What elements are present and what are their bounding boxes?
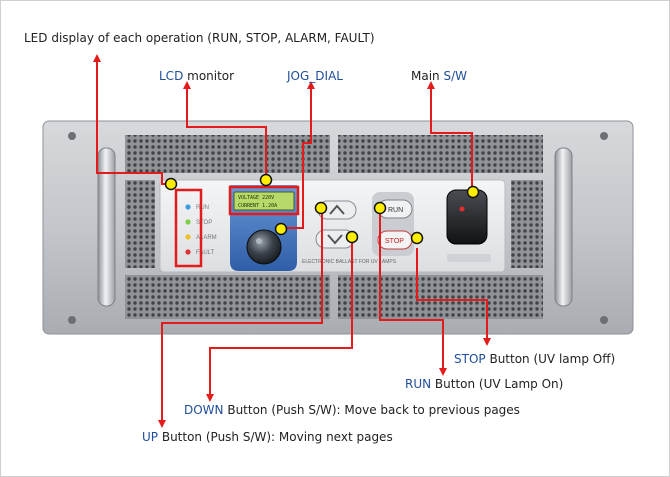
callout-run: RUN Button (UV Lamp On) bbox=[405, 377, 563, 391]
vent-grille bbox=[338, 275, 543, 319]
label-plate bbox=[447, 254, 491, 262]
callout-jog: JOG_DIAL bbox=[287, 69, 343, 83]
callout-main: Main S/W bbox=[411, 69, 467, 83]
callout-stop: STOP Button (UV lamp Off) bbox=[454, 352, 615, 366]
callout-main-pre: Main bbox=[411, 69, 444, 83]
power-indicator bbox=[459, 206, 465, 212]
leader-run bbox=[379, 213, 447, 376]
vent-grille bbox=[511, 180, 543, 268]
callout-up-key: UP bbox=[142, 430, 159, 444]
jog-dial-knob[interactable] bbox=[246, 229, 282, 265]
led-fault bbox=[185, 249, 191, 255]
callout-main-key: S/W bbox=[443, 69, 467, 83]
leader-main bbox=[427, 81, 473, 190]
led-label: STOP bbox=[196, 220, 212, 226]
leader-down bbox=[206, 242, 353, 402]
callout-lcd: LCD monitor bbox=[159, 69, 234, 83]
lcd-highlight-box bbox=[228, 185, 300, 216]
vent-grille bbox=[338, 135, 543, 173]
lcd-line: VOLTAGE 220V bbox=[238, 195, 274, 201]
leader-lcd bbox=[183, 81, 267, 178]
callout-run-rest: Button (UV Lamp On) bbox=[431, 377, 564, 391]
marker-led bbox=[164, 177, 178, 191]
callout-led-text: LED display of each operation (RUN, STOP… bbox=[24, 31, 375, 45]
left-handle bbox=[97, 147, 116, 307]
chevron-down-icon bbox=[327, 234, 343, 245]
mount-hole bbox=[600, 132, 608, 140]
right-handle bbox=[554, 147, 573, 307]
marker-main bbox=[466, 185, 480, 199]
callout-run-key: RUN bbox=[405, 377, 432, 391]
vent-grille bbox=[125, 180, 155, 268]
callout-jog-key: JOG_DIAL bbox=[287, 69, 343, 83]
callout-lcd-rest: monitor bbox=[183, 69, 235, 83]
vent-grille bbox=[125, 135, 330, 173]
led-stop bbox=[185, 219, 191, 225]
marker-down bbox=[345, 230, 359, 244]
led-run bbox=[185, 204, 191, 210]
callout-down-key: DOWN bbox=[184, 403, 224, 417]
mount-hole bbox=[68, 132, 76, 140]
mount-hole bbox=[68, 316, 76, 324]
stop-button-label: STOP bbox=[385, 238, 404, 245]
leader-jog bbox=[282, 81, 315, 229]
led-highlight-box bbox=[174, 188, 203, 268]
callout-down: DOWN Button (Push S/W): Move back to pre… bbox=[184, 403, 520, 417]
callout-stop-key: STOP bbox=[454, 352, 486, 366]
lcd-screen bbox=[233, 191, 295, 211]
marker-up bbox=[314, 201, 328, 215]
callout-up: UP Button (Push S/W): Moving next pages bbox=[142, 430, 393, 444]
led-label: RUN bbox=[196, 205, 209, 211]
mount-hole bbox=[600, 316, 608, 324]
panel-caption: ELECTRONIC BALLAST FOR UV LAMPS bbox=[302, 259, 397, 265]
leader-stop bbox=[416, 248, 491, 346]
marker-jog bbox=[274, 222, 288, 236]
run-button-label: RUN bbox=[388, 207, 403, 214]
led-alarm bbox=[185, 234, 191, 240]
main-switch[interactable] bbox=[446, 189, 488, 245]
led-label: ALARM bbox=[196, 235, 217, 241]
led-label: FAULT bbox=[196, 250, 215, 256]
lcd-line: CURRENT 1.20A bbox=[238, 203, 277, 209]
callout-lcd-key: LCD bbox=[159, 69, 184, 83]
callout-led: LED display of each operation (RUN, STOP… bbox=[24, 31, 375, 45]
leader-up bbox=[158, 213, 323, 428]
jog-dial-grip bbox=[256, 238, 262, 244]
marker-stop bbox=[410, 231, 424, 245]
chevron-up-icon bbox=[329, 204, 345, 215]
callout-stop-rest: Button (UV lamp Off) bbox=[485, 352, 616, 366]
callout-up-rest: Button (Push S/W): Moving next pages bbox=[158, 430, 393, 444]
marker-lcd bbox=[259, 173, 273, 187]
vent-grille bbox=[125, 275, 330, 319]
callout-down-rest: Button (Push S/W): Move back to previous… bbox=[223, 403, 520, 417]
marker-run bbox=[373, 201, 387, 215]
